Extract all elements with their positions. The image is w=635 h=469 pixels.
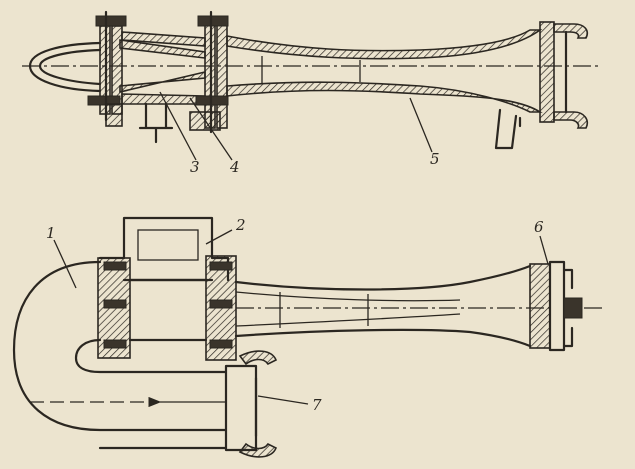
plan-left-bolt-top xyxy=(103,261,127,271)
plan-right-bolt-bottom xyxy=(209,339,233,349)
nozzle-head-inner xyxy=(38,48,102,86)
plan-outlet-lugs xyxy=(562,268,574,348)
diffuser-upper-wall xyxy=(226,29,543,60)
label-6: 6 xyxy=(534,218,544,236)
plan-right-bolt-mid xyxy=(209,299,233,309)
lower-side-flange xyxy=(105,103,123,127)
leader-7 xyxy=(257,395,309,405)
plan-left-bolt-bottom xyxy=(103,339,127,349)
outlet-flange xyxy=(539,21,555,123)
label-5: 5 xyxy=(430,150,440,168)
plan-lower-coupling-body xyxy=(224,364,258,452)
plan-diffuser-top xyxy=(234,264,532,291)
suction-pipe-stub xyxy=(138,102,174,144)
support-leg xyxy=(494,108,518,150)
plan-outlet-flange xyxy=(529,263,551,349)
label-3: 3 xyxy=(190,158,200,176)
top-section-view: 3 4 5 xyxy=(22,10,600,176)
label-2: 2 xyxy=(235,216,246,234)
bottom-plan-view: 1 2 6 7 xyxy=(12,216,605,458)
motor-window xyxy=(137,229,199,261)
leader-1 xyxy=(53,239,77,289)
u-bend-inner xyxy=(74,338,228,374)
leader-4 xyxy=(189,97,233,161)
plan-right-bolt-top xyxy=(209,261,233,271)
leader-2 xyxy=(205,229,233,245)
leader-3 xyxy=(159,91,197,161)
label-4: 4 xyxy=(229,158,240,176)
plan-lower-coupling-top xyxy=(238,350,278,366)
plan-outlet-nozzle xyxy=(563,297,583,319)
left-bolt-bottom xyxy=(87,95,121,106)
outlet-coupling-bottom xyxy=(553,111,589,129)
diffuser-lower-wall xyxy=(226,81,543,113)
mid-bolt-top xyxy=(197,15,229,27)
outlet-coupling-top xyxy=(553,23,589,39)
label-1: 1 xyxy=(46,224,56,242)
plan-diffuser-inner-top xyxy=(235,291,461,302)
plan-outlet-coupling xyxy=(548,260,566,352)
plan-diffuser-bottom xyxy=(234,328,532,348)
leader-5 xyxy=(409,97,433,153)
plan-diffuser-inner-bottom xyxy=(235,313,461,327)
u-bend-outer xyxy=(12,260,228,432)
label-7: 7 xyxy=(312,396,322,414)
left-bolt-top xyxy=(95,15,127,27)
plan-lower-coupling-bottom xyxy=(238,442,278,458)
leader-6 xyxy=(539,235,549,265)
nozzle-cone-lower xyxy=(119,70,206,94)
plan-left-bolt-mid xyxy=(103,299,127,309)
